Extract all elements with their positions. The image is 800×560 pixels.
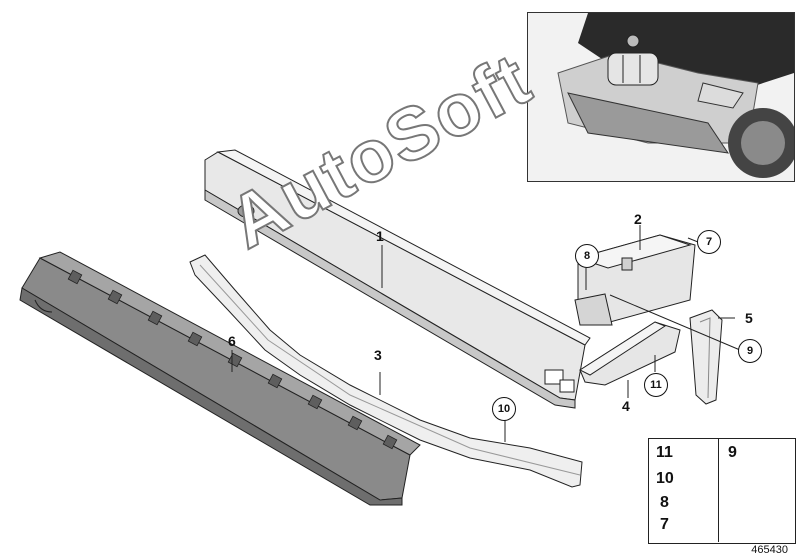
callout-3: 3 <box>374 347 382 363</box>
car-front-illustration <box>528 13 794 181</box>
hardware-legend <box>648 438 796 544</box>
callout-4: 4 <box>622 398 630 414</box>
part-2-crash-box <box>574 234 696 326</box>
leader-lines <box>231 225 741 442</box>
callout-11: 11 <box>644 373 668 397</box>
figure-id: 465430 <box>751 544 788 556</box>
callout-10: 10 <box>492 397 516 421</box>
part-4-bracket <box>578 321 681 386</box>
part-3-reinforcement-strip <box>189 254 583 488</box>
callout-9: 9 <box>738 339 762 363</box>
legend-number: 11 <box>656 444 673 461</box>
legend-number: 9 <box>728 444 737 461</box>
callout-1: 1 <box>376 228 384 244</box>
legend-number: 7 <box>660 516 669 533</box>
part-1-bumper-carrier <box>204 149 591 409</box>
legend-divider <box>718 438 719 542</box>
callout-5: 5 <box>745 310 753 326</box>
callout-7: 7 <box>697 230 721 254</box>
callout-6: 6 <box>228 333 236 349</box>
part-5-bracket <box>689 309 723 405</box>
legend-number: 10 <box>656 470 674 487</box>
vehicle-location-inset <box>527 12 795 182</box>
part-6-impact-absorber <box>19 251 421 506</box>
callout-8: 8 <box>575 244 599 268</box>
legend-number: 8 <box>660 494 669 511</box>
callout-2: 2 <box>634 211 642 227</box>
